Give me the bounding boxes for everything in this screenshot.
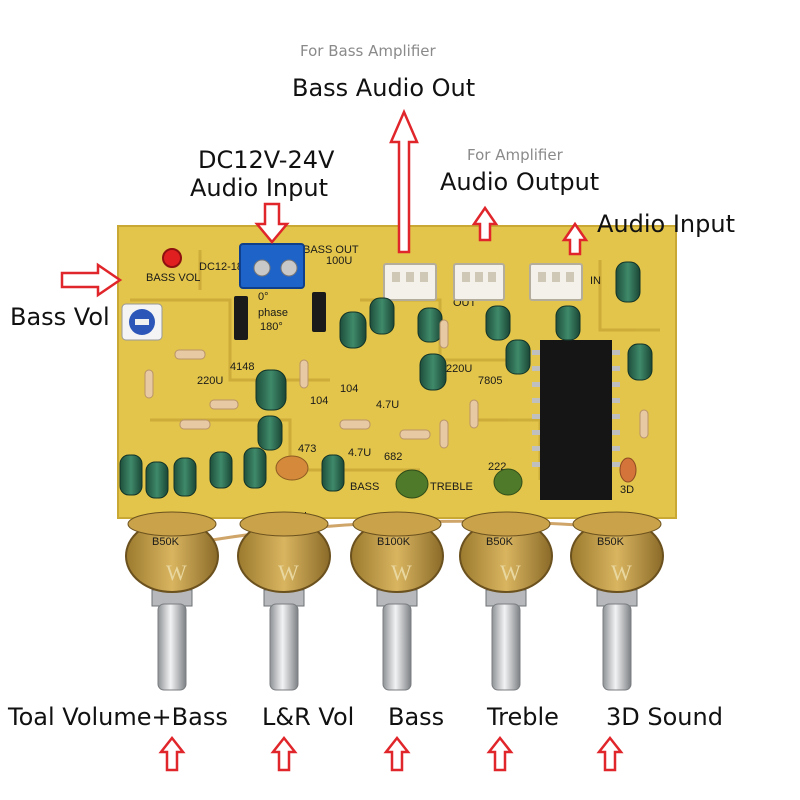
- dc-power-label: DC12V-24V: [198, 146, 335, 174]
- resistors: [144, 319, 649, 449]
- knob-label-bass: Bass: [388, 703, 445, 731]
- silk-47u-a: 4.7U: [376, 399, 399, 411]
- pot-code-label: B50K: [152, 536, 180, 548]
- arrow-knob-1: [270, 735, 298, 772]
- for-amplifier-label: For Amplifier: [467, 146, 563, 164]
- connector-audio-output[interactable]: [453, 263, 505, 301]
- silk-deg180: 180°: [260, 321, 283, 333]
- pot-3d-sound[interactable]: B50K W: [570, 511, 664, 691]
- pot-bass[interactable]: B100K W: [350, 511, 444, 691]
- arrow-bass-audio-out: [389, 108, 419, 254]
- arrow-audio-output: [471, 205, 499, 242]
- audio-input-right-label: Audio Input: [597, 210, 735, 238]
- silk-treble: TREBLE: [430, 481, 473, 493]
- silk-7805: 7805: [478, 375, 502, 387]
- svg-text:W: W: [611, 560, 632, 585]
- capacitors: [119, 261, 653, 499]
- pot-code-label: B50K: [597, 536, 625, 548]
- silk-104-b: 104: [340, 383, 358, 395]
- led: [162, 248, 182, 268]
- silk-dc: DC12-18V: [199, 261, 251, 273]
- knob-label-treble: Treble: [487, 703, 559, 731]
- bass-vol-label: Bass Vol: [10, 303, 110, 331]
- audio-output-label: Audio Output: [440, 168, 600, 196]
- arrow-knob-4: [596, 735, 624, 772]
- pot-code-label: B100K: [377, 536, 411, 548]
- bass-audio-out-label: Bass Audio Out: [292, 74, 476, 102]
- arrows: [60, 108, 624, 772]
- bass-vol-trimmer[interactable]: [121, 303, 163, 341]
- knob-label-lr-vol: L&R Vol: [262, 703, 355, 731]
- arrow-dc-audio-input: [254, 202, 290, 244]
- silk-in: IN: [590, 275, 601, 287]
- svg-text:W: W: [500, 560, 521, 585]
- connector-bass-out[interactable]: [383, 263, 437, 301]
- silk-682: 682: [384, 451, 402, 463]
- pot-treble[interactable]: B50K W: [459, 511, 553, 691]
- silk-bass-vol: BASS VOL: [146, 272, 200, 284]
- silk-220u-a: 220U: [197, 375, 223, 387]
- silk-473: 473: [298, 443, 316, 455]
- silk-bass: BASS: [350, 481, 379, 493]
- connector-audio-input[interactable]: [529, 263, 583, 301]
- arrow-bass-vol: [60, 262, 123, 298]
- silk-100u: 100U: [326, 255, 352, 267]
- silk-3d: 3D: [620, 484, 634, 496]
- for-bass-amplifier-label: For Bass Amplifier: [300, 42, 436, 60]
- silk-220u-b: 220U: [446, 363, 472, 375]
- arrow-knob-3: [486, 735, 514, 772]
- silk-deg0: 0°: [258, 291, 269, 303]
- jumpers: [234, 292, 326, 340]
- arrow-audio-input: [561, 221, 589, 256]
- svg-text:W: W: [166, 560, 187, 585]
- svg-text:W: W: [278, 560, 299, 585]
- pot-total-volume[interactable]: B50K W: [125, 511, 219, 691]
- dc-terminal-block[interactable]: [239, 243, 305, 289]
- ic-chip: [532, 340, 620, 500]
- audio-input-left-label: Audio Input: [190, 174, 328, 202]
- silkscreen: DC12-18V BASS VOL BASS OUT 0° phase 180°…: [146, 244, 634, 523]
- silk-4148: 4148: [230, 361, 254, 373]
- knob-label-total-volume-bass: Toal Volume+Bass: [8, 703, 228, 731]
- svg-text:W: W: [391, 560, 412, 585]
- silk-47u-b: 4.7U: [348, 447, 371, 459]
- arrow-knob-0: [158, 735, 186, 772]
- pot-code-label: B50K: [486, 536, 514, 548]
- silk-bass-out: BASS OUT: [303, 244, 359, 256]
- film-capacitors: [275, 455, 637, 499]
- knob-label-3d-sound: 3D Sound: [606, 703, 723, 731]
- pot-lr-vol[interactable]: W: [237, 511, 331, 691]
- potentiometers: B50K W W B100K W B50K W B50K W: [125, 511, 664, 691]
- arrow-knob-2: [383, 735, 411, 772]
- silk-phase: phase: [258, 307, 288, 319]
- silk-104-a: 104: [310, 395, 328, 407]
